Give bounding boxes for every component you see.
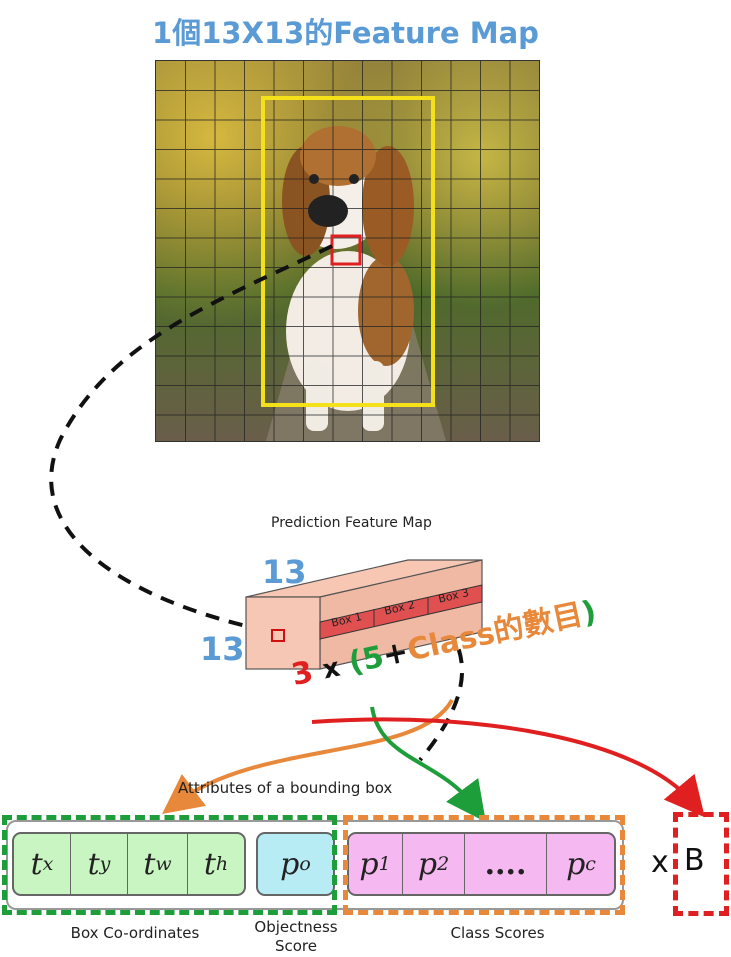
prediction-map-label: Prediction Feature Map bbox=[271, 515, 432, 531]
box-coords-group bbox=[12, 832, 246, 896]
center-cell bbox=[330, 234, 362, 266]
tensor-cell bbox=[271, 629, 285, 642]
bounding-box bbox=[261, 96, 435, 407]
objectness-label-line2: Score bbox=[274, 937, 317, 955]
cell-connector bbox=[49, 244, 333, 634]
page-title: 1個13X13的Feature Map bbox=[152, 16, 539, 50]
class-scores-group bbox=[347, 832, 616, 896]
prediction-tensor bbox=[245, 559, 483, 670]
red-arrow bbox=[311, 717, 705, 818]
class-scores-label: Class Scores bbox=[450, 924, 545, 942]
times-x: x bbox=[651, 845, 669, 880]
objectness-label: Objectness Score bbox=[236, 918, 356, 956]
class-scores-dashed-frame bbox=[343, 815, 625, 915]
formula-times: x bbox=[319, 652, 343, 686]
dim-left-label: 13 bbox=[200, 630, 245, 668]
b-dashed-frame bbox=[673, 812, 729, 916]
cell-dots: .... bbox=[484, 846, 527, 882]
dim-top-label: 13 bbox=[262, 553, 307, 591]
box-coords-label: Box Co-ordinates bbox=[70, 924, 200, 942]
attributes-label: Attributes of a bounding box bbox=[178, 779, 393, 797]
green-arrow bbox=[370, 706, 486, 823]
objectness-label-line1: Objectness bbox=[254, 918, 338, 936]
box-connector bbox=[418, 626, 465, 762]
box-coords-dashed-frame bbox=[2, 815, 337, 915]
dog-photo-grid bbox=[155, 60, 540, 442]
dog-image bbox=[156, 61, 539, 441]
b-label: B bbox=[684, 843, 705, 878]
